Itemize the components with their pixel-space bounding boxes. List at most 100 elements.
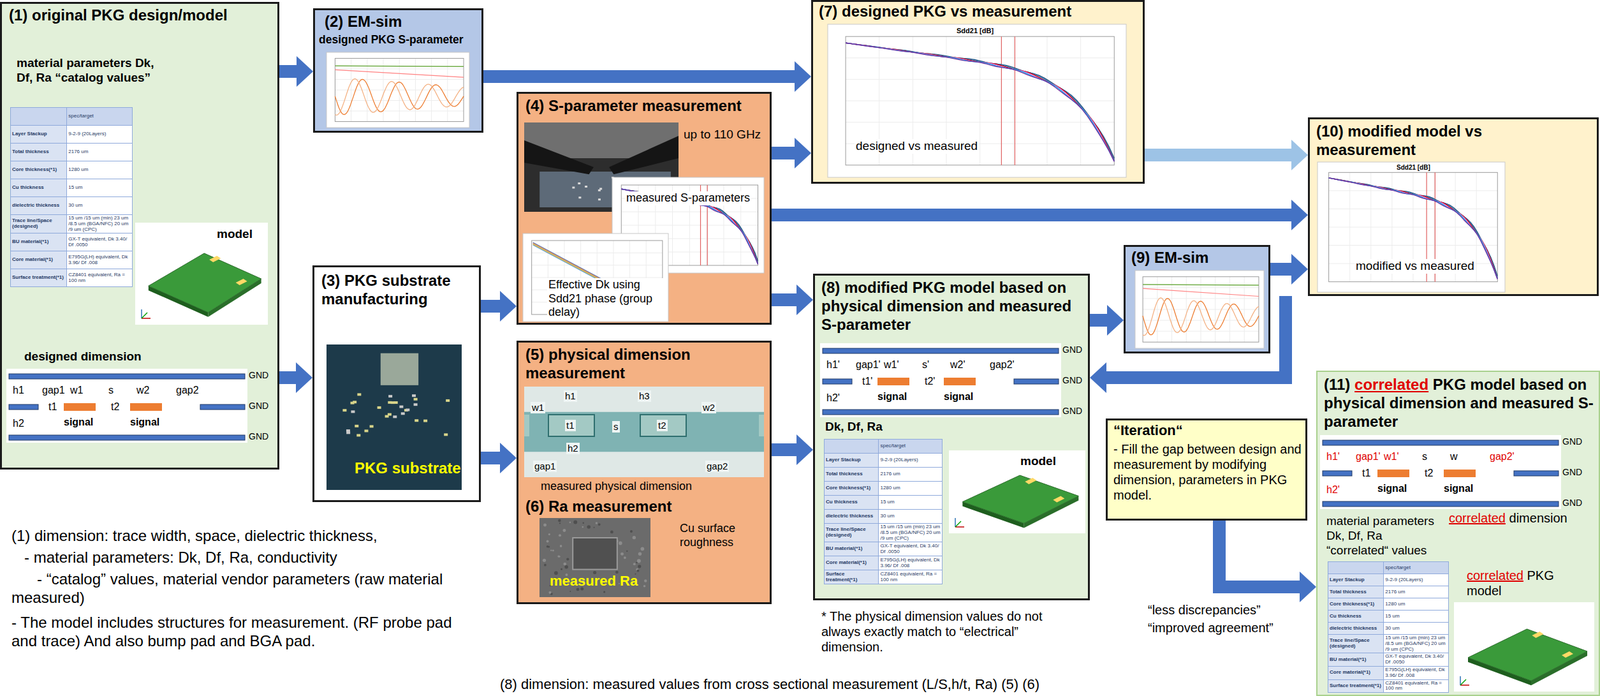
flow-arrow: [771, 199, 1308, 231]
arrow-shaft: [1219, 520, 1301, 587]
table-cell: 15 um /15 um (min) 23 um /8.5 um (BGA/NF…: [878, 523, 943, 543]
text-wrap: s: [108, 383, 114, 397]
text-wrap: h2: [12, 417, 25, 430]
chart-frame: [522, 233, 669, 322]
flow-arrow: [771, 434, 814, 465]
signal-trace: [130, 403, 162, 411]
text: w2: [136, 384, 150, 396]
table-row: dielectric thickness30 um: [10, 197, 133, 215]
gnd-label: GND: [1062, 374, 1083, 386]
photo-pad: [346, 431, 351, 434]
table-cell: Trace line/Space (designed): [1328, 634, 1384, 654]
node-text: PKG substrate: [354, 459, 462, 478]
table-text: Cu thickness: [1329, 612, 1362, 619]
gnd-plane: [1013, 378, 1059, 384]
node-text: designed vs measured: [854, 139, 979, 154]
arrow-head: [499, 290, 517, 322]
table-cell: Cu thickness: [1328, 610, 1384, 623]
text: h2: [12, 417, 25, 429]
text: “less discrepancies”: [1147, 602, 1261, 617]
text-wrap: signal: [1377, 482, 1407, 495]
text: material parameters Dk, Df, Ra “catalog …: [16, 56, 154, 85]
table-text: Total thickness: [825, 470, 863, 477]
dimension-label: s: [108, 383, 114, 397]
table-cell: Core thickness(*1): [1328, 598, 1384, 611]
node-text: (9) EM-sim: [1131, 248, 1209, 268]
signal-trace: [63, 403, 96, 411]
chart-grid: [845, 121, 1115, 123]
table-cell: E795G(LH) equivalent, Dk 3.96/ Df .008: [1383, 665, 1449, 680]
table-text: E795G(LH) equivalent, Dk 3.96/ Df .008: [68, 253, 128, 266]
table-cell: spec/target: [66, 107, 133, 126]
photo-grain: [637, 569, 640, 573]
table-row: Core thickness(*1)1280 um: [824, 481, 943, 496]
photo-pad: [350, 410, 355, 413]
text: “correlated“ values: [1326, 543, 1427, 557]
gnd-label: GND: [1562, 466, 1583, 478]
chart-axes: [1142, 276, 1259, 342]
arrow-shaft: [771, 443, 798, 456]
table-text: 2176 um: [880, 470, 900, 477]
table-row: BU material(*1)GX-T equivalent, Dk 3.40/…: [824, 542, 943, 557]
arrow-head: [1299, 571, 1317, 602]
arrow-head: [796, 434, 814, 465]
table-cell: Core thickness(*1): [824, 481, 879, 496]
table-cell: 2176 um: [66, 143, 133, 162]
arrow-shaft: [771, 146, 796, 160]
model-frame: [1453, 601, 1595, 692]
table-row: spec/target: [10, 107, 133, 126]
table-wrap: spec/targetLayer Stackup9-2-9 (20Layers)…: [823, 438, 943, 585]
board-model: [1467, 628, 1588, 681]
photo-grain: [632, 535, 636, 539]
table-text: 9-2-9 (20Layers): [1385, 576, 1423, 583]
signal-trace: [877, 377, 910, 386]
node-text: material parameters Dk, Df, Ra: [1326, 513, 1448, 544]
text: material parameters Dk, Df, Ra: [1326, 513, 1435, 543]
photo-pad: [385, 415, 389, 418]
text: gap2': [989, 359, 1015, 370]
text: PKG substrate: [354, 459, 462, 477]
dimension-label: gap2: [176, 383, 199, 397]
arrow-head: [794, 137, 812, 169]
table-cell: Total thickness: [824, 467, 879, 482]
chart-grid: [334, 68, 464, 69]
text-wrap: gap1: [533, 460, 557, 472]
text-wrap: GND: [1062, 405, 1083, 417]
text-wrap: measured Ra: [549, 572, 638, 590]
text: correlated: [1466, 568, 1524, 583]
photo-dot: [598, 198, 601, 201]
text-wrap: gap2: [705, 460, 729, 472]
table-text: Surface treatment(*1): [1329, 682, 1382, 689]
chart-grid: [531, 264, 663, 266]
signal-trace: [943, 377, 976, 386]
text-wrap: s: [612, 420, 620, 433]
text: t2: [1424, 467, 1433, 479]
chart-curve: [845, 42, 1115, 162]
photo-pad: [414, 418, 419, 422]
arrow-shaft: [480, 451, 501, 465]
chart-grid: [621, 211, 758, 213]
table-wrap: spec/targetLayer Stackup9-2-9 (20Layers)…: [1327, 561, 1449, 693]
chart-label: w2: [701, 401, 717, 414]
node-text: correlateddimension: [1448, 510, 1568, 526]
chart-label: t2: [656, 419, 668, 432]
table-wrap: spec/targetLayer Stackup9-2-9 (20Layers)…: [10, 107, 133, 287]
table-cell: Trace line/Space (designed): [824, 523, 879, 543]
text-wrap: gap1': [1355, 450, 1381, 463]
text: model: [216, 227, 253, 241]
text: gap2: [706, 460, 728, 472]
text: modified vs measured: [1355, 258, 1475, 273]
spec-table: spec/targetLayer Stackup9-2-9 (20Layers)…: [10, 107, 133, 287]
text: h1: [565, 390, 576, 402]
gnd-plane: [8, 404, 39, 410]
table-cell: E795G(LH) equivalent, Dk 3.96/ Df .008: [66, 251, 133, 270]
node-text: (10) modified model vs measurement: [1316, 122, 1508, 160]
text: - material parameters: Dk, Df, Ra, condu…: [24, 548, 338, 566]
arrow-head: [1107, 304, 1124, 336]
text: gap1': [1355, 450, 1381, 462]
dimension-label: w2: [136, 383, 150, 397]
gnd-plane: [8, 373, 245, 379]
chart-grid: [334, 100, 464, 101]
chart-curve: [1142, 284, 1259, 286]
photo-grain: [644, 579, 647, 582]
